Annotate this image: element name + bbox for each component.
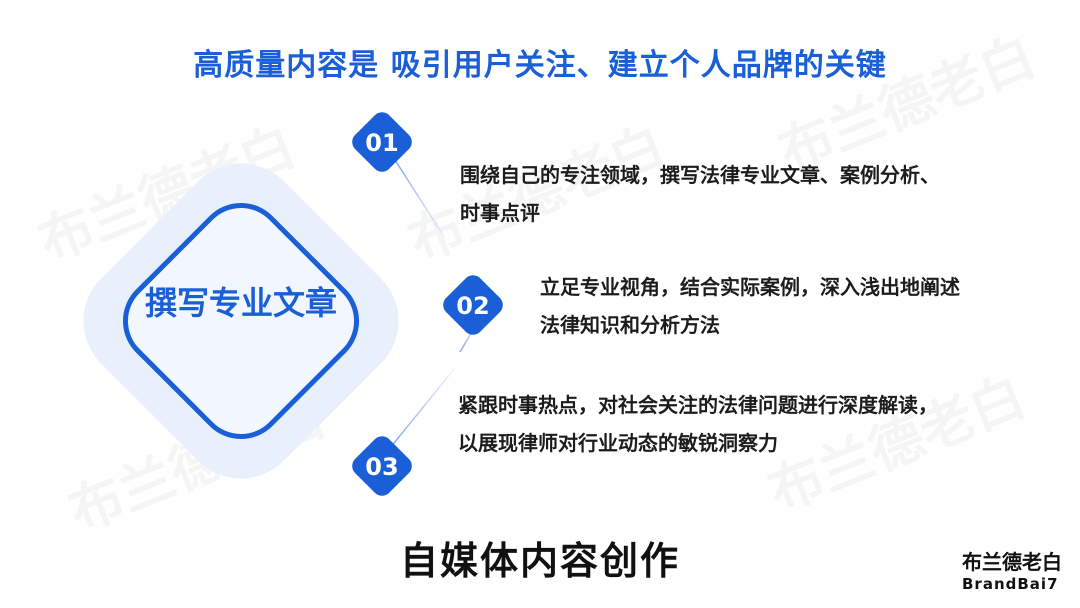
item-02-line1: 立足专业视角，结合实际案例，深入浅出地阐述 bbox=[540, 275, 960, 299]
badge-02-number: 02 bbox=[456, 292, 489, 320]
connector-line-03-diag bbox=[389, 367, 456, 449]
item-03-line2: 以展现律师对行业动态的敏锐洞察力 bbox=[458, 431, 778, 455]
brand-logo: 布兰德老白 BrandBai7 bbox=[962, 550, 1074, 594]
item-01-line1: 围绕自己的专注领域，撰写法律专业文章、案例分析、 bbox=[460, 163, 940, 187]
item-02-text: 立足专业视角，结合实际案例，深入浅出地阐述 法律知识和分析方法 bbox=[540, 268, 960, 344]
badge-03-diamond bbox=[352, 436, 412, 496]
brand-name-cn: 布兰德老白 bbox=[962, 550, 1062, 574]
badge-03-number: 03 bbox=[365, 453, 398, 481]
badge-02-diamond bbox=[443, 275, 503, 335]
connector-line-01-diag bbox=[394, 159, 446, 239]
center-label: 撰写专业文章 bbox=[145, 284, 337, 322]
badge-01-number: 01 bbox=[365, 129, 398, 157]
center-diamond-inner bbox=[122, 202, 360, 440]
item-02-line2: 法律知识和分析方法 bbox=[540, 313, 720, 337]
brand-name-en: BrandBai7 bbox=[962, 575, 1059, 593]
badge-02: 02 bbox=[443, 275, 503, 335]
connector-lines bbox=[380, 139, 1030, 466]
badge-01: 01 bbox=[352, 112, 412, 172]
page-headline: 高质量内容是 吸引用户关注、建立个人品牌的关键 bbox=[193, 48, 887, 83]
footer-title: 自媒体内容创作 bbox=[399, 539, 680, 583]
item-01-line2: 时事点评 bbox=[460, 201, 540, 225]
badge-01-diamond bbox=[352, 112, 412, 172]
item-03-line1: 紧跟时事热点，对社会关注的法律问题进行深度解读， bbox=[458, 393, 938, 417]
item-03-text: 紧跟时事热点，对社会关注的法律问题进行深度解读， 以展现律师对行业动态的敏锐洞察… bbox=[458, 386, 938, 462]
item-01-text: 围绕自己的专注领域，撰写法律专业文章、案例分析、 时事点评 bbox=[460, 156, 940, 232]
badge-03: 03 bbox=[352, 436, 412, 496]
